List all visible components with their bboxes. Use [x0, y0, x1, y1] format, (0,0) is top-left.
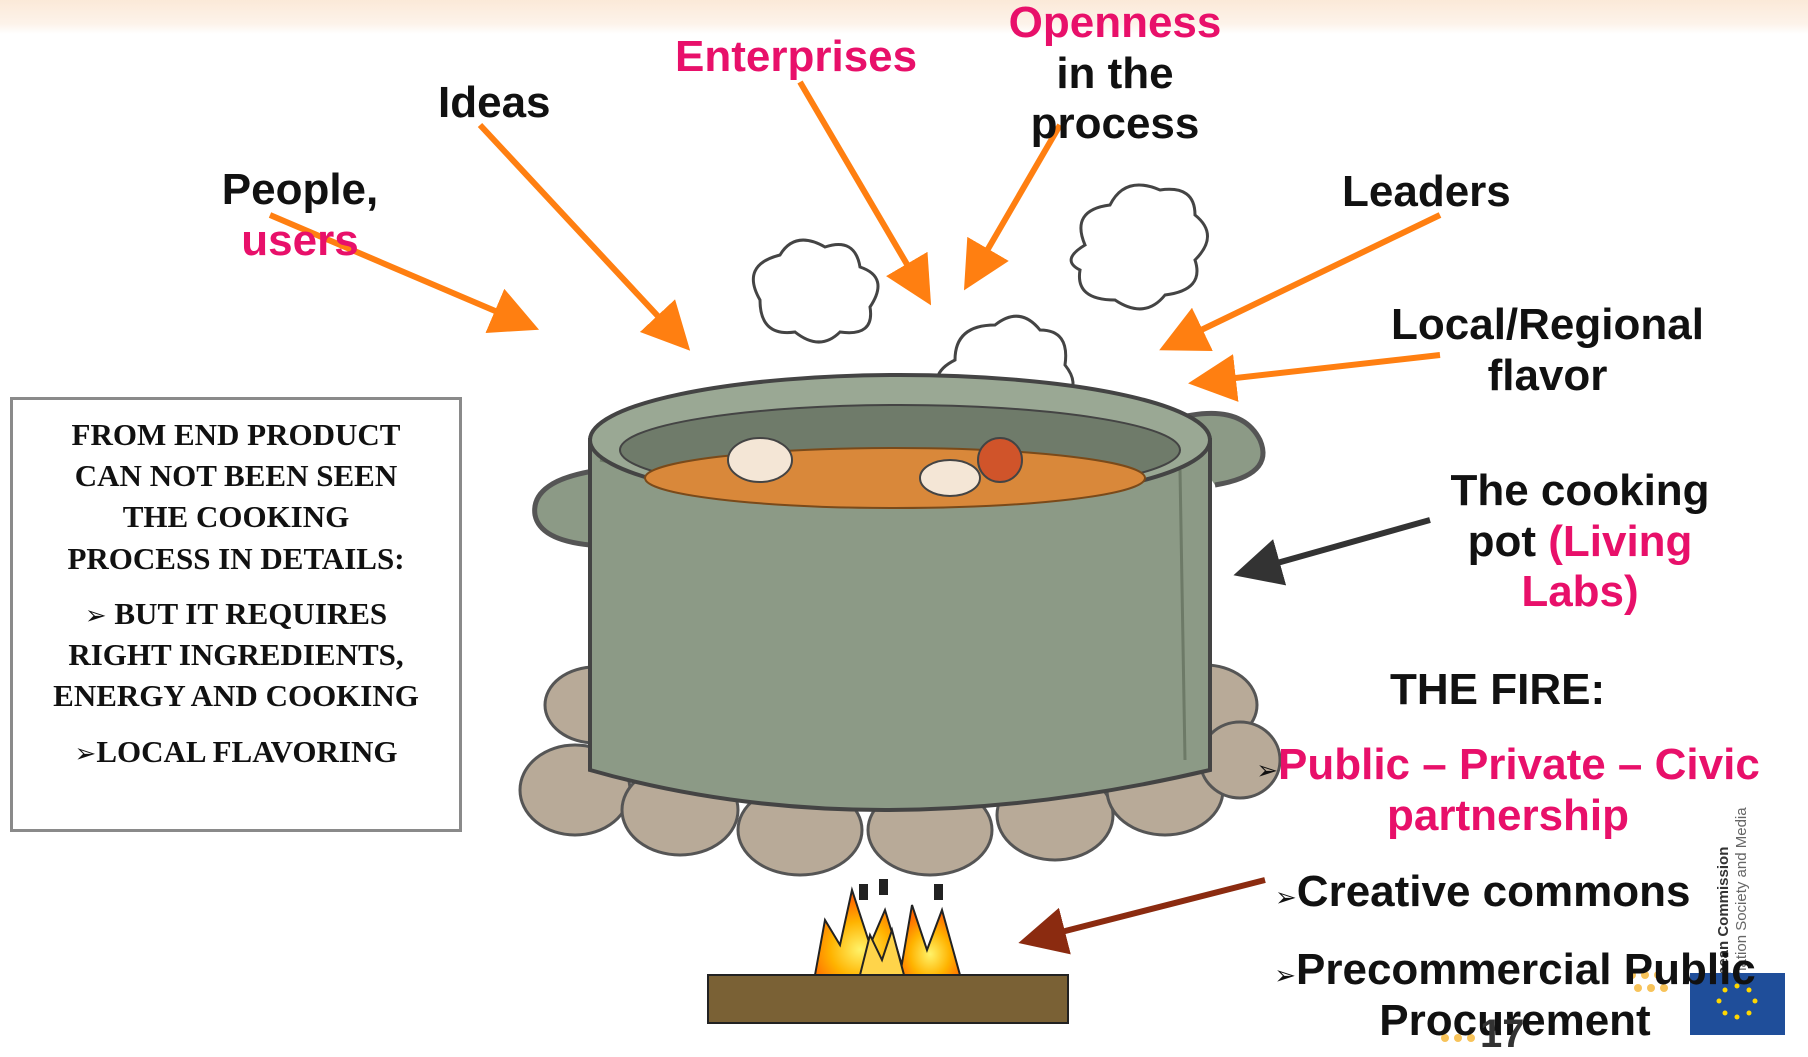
bullet-arrow-icon: ➢: [1256, 756, 1278, 786]
fire-item-procurement: ➢Precommercial Public Procurement: [1235, 945, 1795, 1046]
note-line2: CAN NOT BEEN SEEN: [74, 458, 398, 494]
arrow-openness: [963, 123, 1063, 291]
label-ideas: Ideas: [438, 78, 551, 127]
eu-stars: [1716, 983, 1758, 1020]
arrow-ideas: [477, 122, 691, 351]
pot-body: [588, 373, 1212, 812]
fire-item-creative-commons: ➢Creative commons: [1275, 867, 1691, 918]
arrow-people: [268, 212, 540, 333]
note-line4: PROCESS IN DETAILS:: [67, 540, 405, 576]
fire-item1-line2: partnership: [1386, 790, 1630, 840]
label-openness-line3: process: [1030, 99, 1200, 149]
label-people: People, users: [195, 165, 405, 266]
note-line3: THE COOKING: [122, 499, 350, 535]
note-box: FROM END PRODUCT CAN NOT BEEN SEEN THE C…: [10, 397, 462, 832]
fire-item-partnership: ➢Public – Private – Civic partnership: [1228, 740, 1788, 841]
label-enterprises: Enterprises: [675, 32, 918, 81]
label-users: users: [241, 215, 359, 265]
label-local-line2: flavor: [1487, 350, 1608, 400]
fire-item3-text: Precommercial Public: [1296, 945, 1756, 994]
logo-text-line1: European Commission: [1715, 847, 1732, 1010]
note-intro: FROM END PRODUCT CAN NOT BEEN SEEN THE C…: [13, 414, 459, 579]
steam-clouds: [751, 183, 1209, 426]
eu-flag: [1690, 973, 1785, 1035]
label-pot-line2: pot (Living: [1420, 517, 1740, 568]
label-openness-line1: Openness: [1008, 0, 1222, 47]
bullet-arrow-icon: ➢: [84, 600, 107, 631]
label-openness: Openness in the process: [985, 0, 1245, 150]
bullet-arrow-icon: ➢: [1275, 883, 1297, 913]
fire-item1-line1: ➢Public – Private – Civic: [1228, 740, 1788, 791]
label-pot-line1: The cooking: [1450, 466, 1710, 515]
arrow-fire: [1018, 877, 1266, 955]
note-b2: LOCAL FLAVORING: [96, 733, 398, 769]
logo-text-line2: Information Society and Media: [1733, 807, 1750, 1010]
bullet-arrow-icon: ➢: [74, 738, 97, 769]
note-b1-line3: ENERGY AND COOKING: [53, 678, 419, 714]
arrow-pot: [1233, 517, 1431, 586]
note-line1: FROM END PRODUCT: [71, 417, 401, 452]
note-bullet-1: ➢ BUT IT REQUIRES RIGHT INGREDIENTS, ENE…: [13, 593, 459, 717]
eu-logo: European Commission Information Society …: [1441, 807, 1785, 1042]
arrow-leaders: [1159, 212, 1442, 352]
note-bullet-2: ➢LOCAL FLAVORING: [13, 731, 459, 772]
fire-item1-text: Public – Private – Civic: [1278, 740, 1760, 789]
fire-item2-text: Creative commons: [1296, 867, 1691, 916]
fire-item3-line1: ➢Precommercial Public: [1235, 945, 1795, 996]
note-b1-line2: RIGHT INGREDIENTS,: [68, 637, 404, 673]
arrows: [268, 80, 1442, 955]
label-labs: Labs): [1521, 567, 1639, 617]
label-pot-word: pot: [1467, 516, 1536, 566]
arrow-enterprises: [797, 80, 932, 306]
logo-dots: [1441, 971, 1668, 1042]
label-openness-line2: in the: [1056, 48, 1174, 98]
note-b1-line1: BUT IT REQUIRES: [114, 595, 388, 631]
label-people-line1: People,: [221, 165, 379, 214]
header-band: [0, 0, 1808, 34]
label-cooking-pot: The cooking pot (Living Labs): [1420, 466, 1740, 618]
slide-number: 17: [1480, 1012, 1525, 1056]
arrow-local: [1188, 352, 1441, 402]
bullet-arrow-icon: ➢: [1274, 961, 1297, 991]
fire-title: THE FIRE:: [1390, 665, 1606, 714]
label-living: (Living: [1548, 516, 1693, 566]
fire: [707, 879, 1069, 1024]
label-local-line1: Local/Regional: [1391, 300, 1704, 349]
label-local-flavor: Local/Regional flavor: [1370, 300, 1725, 401]
fire-item3-line2: Procurement: [1379, 995, 1651, 1045]
label-leaders: Leaders: [1342, 167, 1511, 216]
